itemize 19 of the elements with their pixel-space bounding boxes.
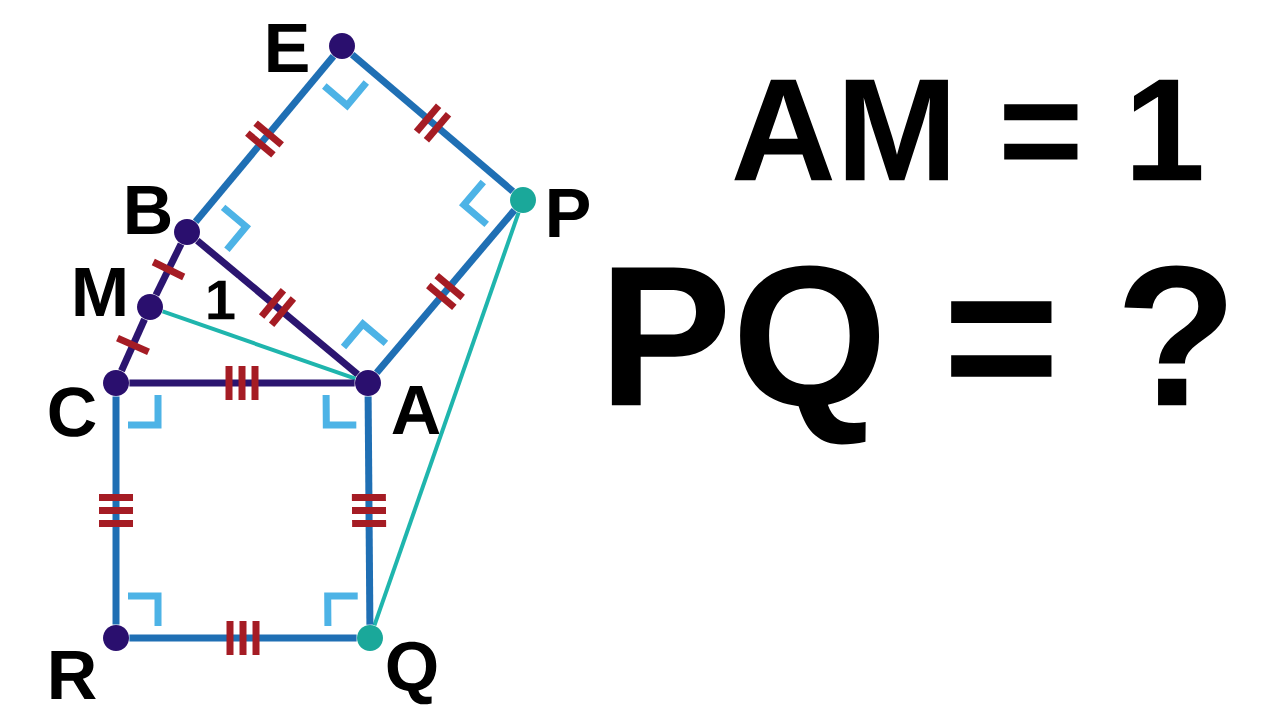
equation-text: PQ = ? <box>611 265 1226 445</box>
point-label: C <box>49 387 96 437</box>
line-segment <box>118 317 148 373</box>
line-segment <box>152 242 185 297</box>
point-label: B <box>127 185 171 235</box>
line-segment <box>374 207 517 376</box>
line-segment <box>372 212 521 626</box>
line-segment <box>195 237 360 378</box>
point-label: A <box>392 385 440 435</box>
point-label: P <box>549 188 589 238</box>
point-label: M <box>75 267 125 317</box>
line-segment <box>349 52 516 194</box>
edge-label: 1 <box>202 278 239 322</box>
line-segment <box>162 309 356 381</box>
line-segment <box>192 54 337 224</box>
equation-text: AM = 1 <box>734 79 1202 181</box>
point-label: E <box>268 23 308 73</box>
point-label: R <box>51 650 96 700</box>
point-label: Q <box>387 641 437 705</box>
